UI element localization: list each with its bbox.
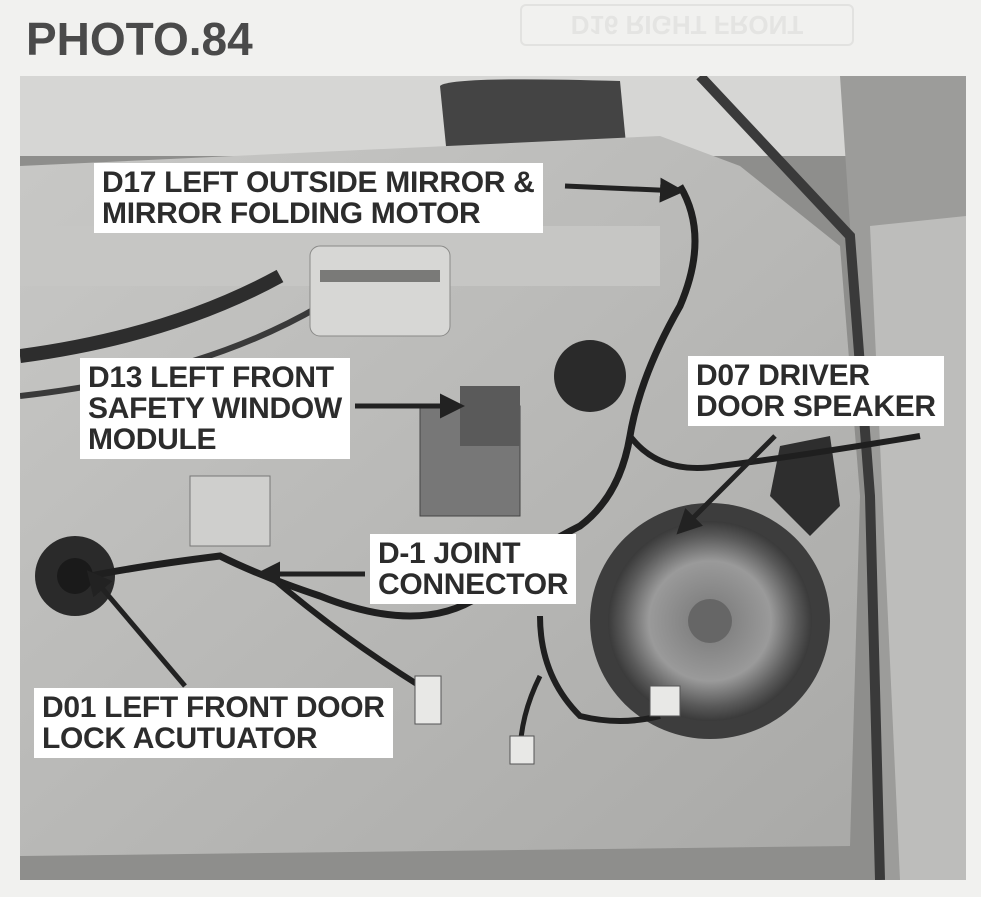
callout-d01-lock-actuator: D01 LEFT FRONT DOOR LOCK ACUTUATOR [34, 688, 393, 758]
door-panel-photo: D17 LEFT OUTSIDE MIRROR & MIRROR FOLDING… [20, 76, 966, 880]
background-stamp: D16 RIGHT FRONT [520, 4, 854, 46]
callout-d13-line3: MODULE [88, 423, 217, 456]
callout-d07-line2: DOOR SPEAKER [696, 390, 936, 423]
callout-d13-window-module: D13 LEFT FRONT SAFETY WINDOW MODULE [80, 358, 350, 459]
callout-d1-line2: CONNECTOR [378, 568, 569, 601]
callout-d17-line2: MIRROR FOLDING MOTOR [102, 197, 481, 230]
callout-d1-joint-connector: D-1 JOINT CONNECTOR [370, 534, 577, 604]
callout-d07-speaker: D07 DRIVER DOOR SPEAKER [688, 356, 944, 426]
callout-d1-line1: D-1 JOINT [378, 537, 521, 570]
callout-d17-mirror: D17 LEFT OUTSIDE MIRROR & MIRROR FOLDING… [94, 163, 543, 233]
arrow-d01 [86, 570, 187, 688]
callout-d17-line1: D17 LEFT OUTSIDE MIRROR & [102, 166, 535, 199]
callout-d13-line2: SAFETY WINDOW [88, 392, 342, 425]
arrow-d17 [564, 177, 685, 203]
callout-d01-line1: D01 LEFT FRONT DOOR [42, 691, 385, 724]
callout-d01-line2: LOCK ACUTUATOR [42, 722, 318, 755]
callout-d07-line1: D07 DRIVER [696, 359, 870, 392]
page-title: PHOTO.84 [26, 13, 253, 65]
arrow-d07 [676, 434, 777, 535]
callout-d13-line1: D13 LEFT FRONT [88, 361, 334, 394]
